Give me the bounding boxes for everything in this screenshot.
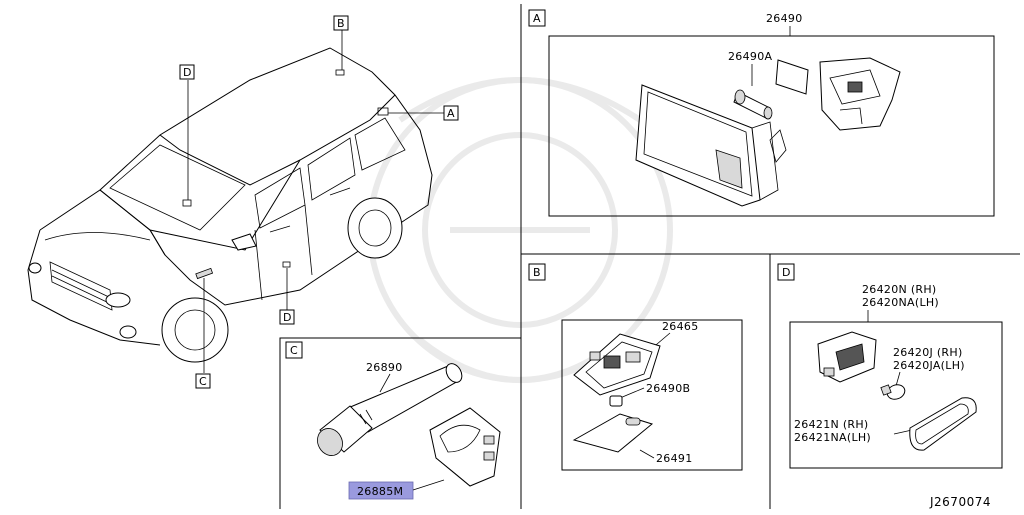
callout-d-top: D [179, 64, 195, 80]
flashlight [317, 363, 463, 456]
section-d: D 26420N (RH) 26420NA(LH) 26420J (RH) 26… [777, 263, 1003, 469]
callout-d-bottom: D [279, 309, 295, 325]
section-dividers [279, 4, 1020, 509]
part-26420na-label: 26420NA(LH) [862, 296, 939, 309]
section-b-tag [528, 263, 546, 281]
map-lamp-housing [573, 333, 661, 396]
part-26465-label: 26465 [662, 320, 699, 333]
section-d-tag [777, 263, 795, 281]
svg-text:D: D [183, 66, 191, 79]
svg-text:A: A [447, 107, 455, 120]
section-d-tag-text: D [782, 266, 790, 279]
part-26491-label: 26491 [656, 452, 693, 465]
part-26421n-label: 26421N (RH) [794, 418, 869, 431]
highlighted-part-26885m[interactable] [348, 481, 414, 500]
cargo-lamp-housing [769, 57, 901, 163]
part-26420j-label: 26420J (RH) [893, 346, 963, 359]
part-26490b-label: 26490B [646, 382, 690, 395]
diagram-code: J2670074 [929, 495, 991, 509]
part-26885m-label[interactable]: 26885M [357, 485, 403, 498]
flashlight-bracket [429, 407, 501, 487]
side-turn-lamp-housing [817, 331, 877, 383]
callout-c: C [195, 373, 211, 389]
section-a: A 26490 26490A [528, 9, 995, 217]
part-26890-label: 26890 [366, 361, 403, 374]
map-lamp-bulb [609, 395, 623, 407]
callout-b: B [333, 15, 349, 31]
side-turn-lamp-lens [909, 397, 977, 451]
section-a-tag-text: A [533, 12, 541, 25]
callout-a: A [443, 105, 459, 121]
svg-text:C: C [199, 375, 207, 388]
section-c-tag [285, 341, 303, 359]
section-b-frame [561, 319, 743, 471]
part-26490a-label: 26490A [728, 50, 772, 63]
section-a-tag [528, 9, 546, 27]
part-26421na-label: 26421NA(LH) [794, 431, 871, 444]
section-c-tag-text: C [290, 344, 298, 357]
part-26490-label: 26490 [766, 12, 803, 25]
svg-text:D: D [283, 311, 291, 324]
section-b-tag-text: B [533, 266, 541, 279]
part-26420n-label: 26420N (RH) [862, 283, 937, 296]
section-a-frame [548, 35, 995, 217]
side-turn-lamp-bulb [880, 384, 906, 400]
section-b: B 26465 26490B 26491 [528, 263, 743, 471]
vehicle-illustration [27, 30, 444, 373]
cargo-lamp-lens [635, 84, 779, 207]
part-26420ja-label: 26420JA(LH) [893, 359, 965, 372]
map-lamp-lens [572, 413, 654, 453]
section-d-frame [789, 321, 1003, 469]
cargo-lamp-bulb [733, 89, 773, 120]
section-c: C 26890 26885M [285, 341, 501, 500]
svg-text:B: B [337, 17, 345, 30]
